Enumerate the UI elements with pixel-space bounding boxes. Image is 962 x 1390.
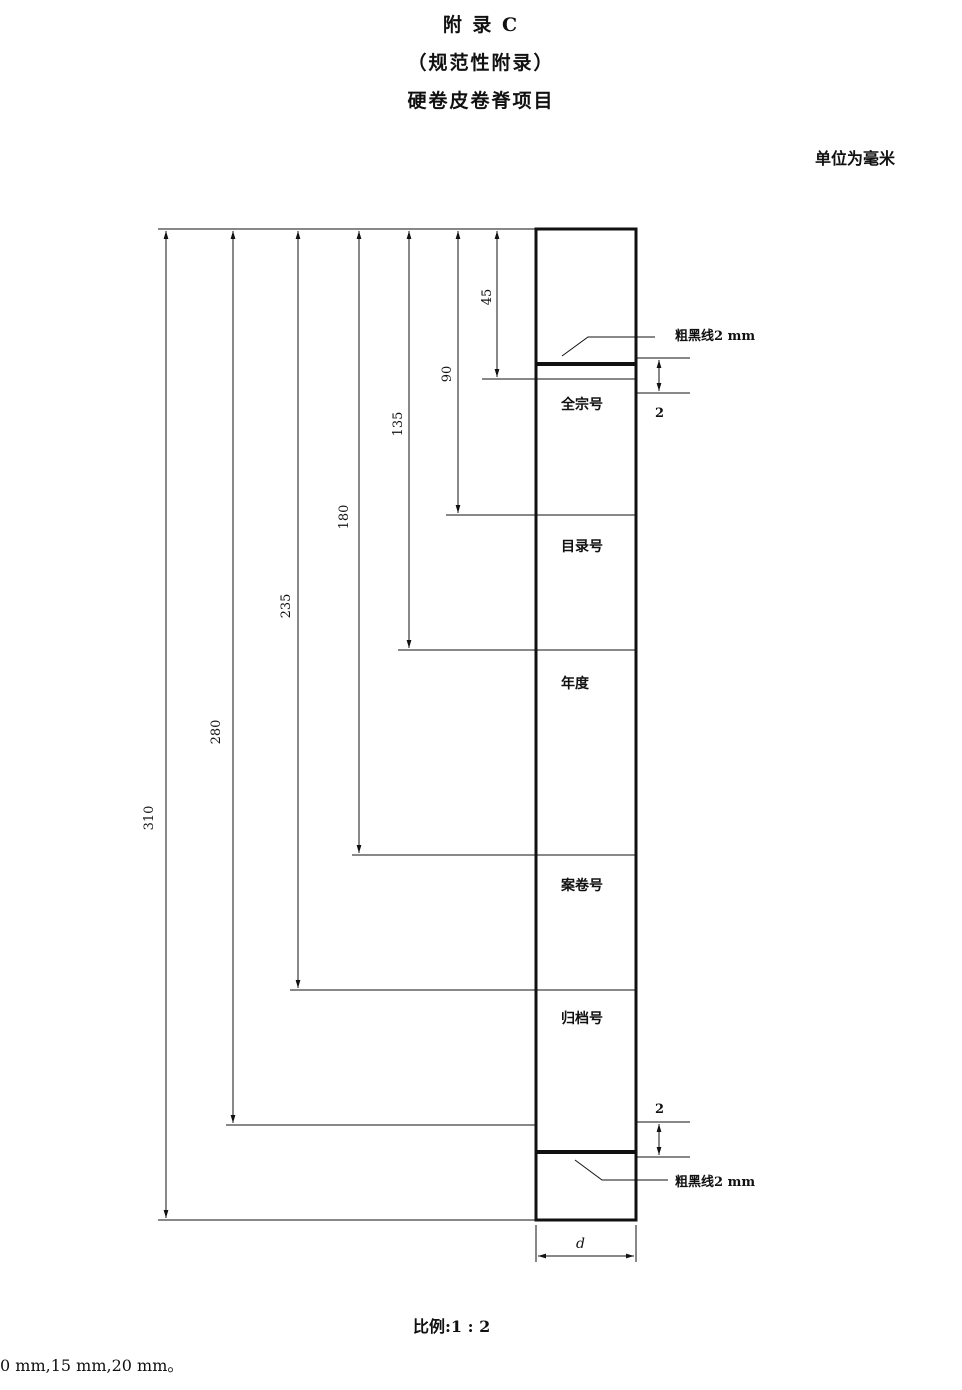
leader-line-bottom: [574, 1159, 668, 1181]
page-title: 硬卷皮卷脊项目: [407, 90, 555, 112]
appendix-heading: 附 录 C: [442, 14, 520, 36]
dim-label-310: 310: [142, 806, 157, 831]
field-label: 案卷号: [560, 877, 603, 894]
thick-line-label: 粗黑线2 mm: [675, 1174, 755, 1190]
scale-label: 比例:1 : 2: [413, 1317, 491, 1336]
dim-label-90: 90: [440, 366, 455, 383]
footnote: 0 mm,15 mm,20 mm。: [0, 1356, 184, 1375]
leader-line-top: [561, 336, 655, 357]
appendix-type: （规范性附录）: [407, 52, 555, 74]
dim-label-180: 180: [337, 505, 352, 530]
width-symbol: d: [576, 1236, 585, 1252]
gap-label: 2: [655, 1102, 664, 1117]
thick-line-label: 粗黑线2 mm: [675, 328, 755, 344]
field-label: 全宗号: [560, 396, 603, 413]
dim-label-135: 135: [391, 412, 406, 437]
gap-label: 2: [655, 406, 664, 421]
field-label: 归档号: [561, 1010, 603, 1027]
dim-label-235: 235: [279, 594, 294, 619]
field-label: 年度: [561, 675, 590, 692]
unit-note: 单位为毫米: [815, 149, 896, 168]
dim-label-280: 280: [209, 720, 224, 745]
dim-label-45: 45: [480, 289, 495, 306]
field-label: 目录号: [561, 539, 603, 555]
spine-outline: [534, 227, 638, 1222]
